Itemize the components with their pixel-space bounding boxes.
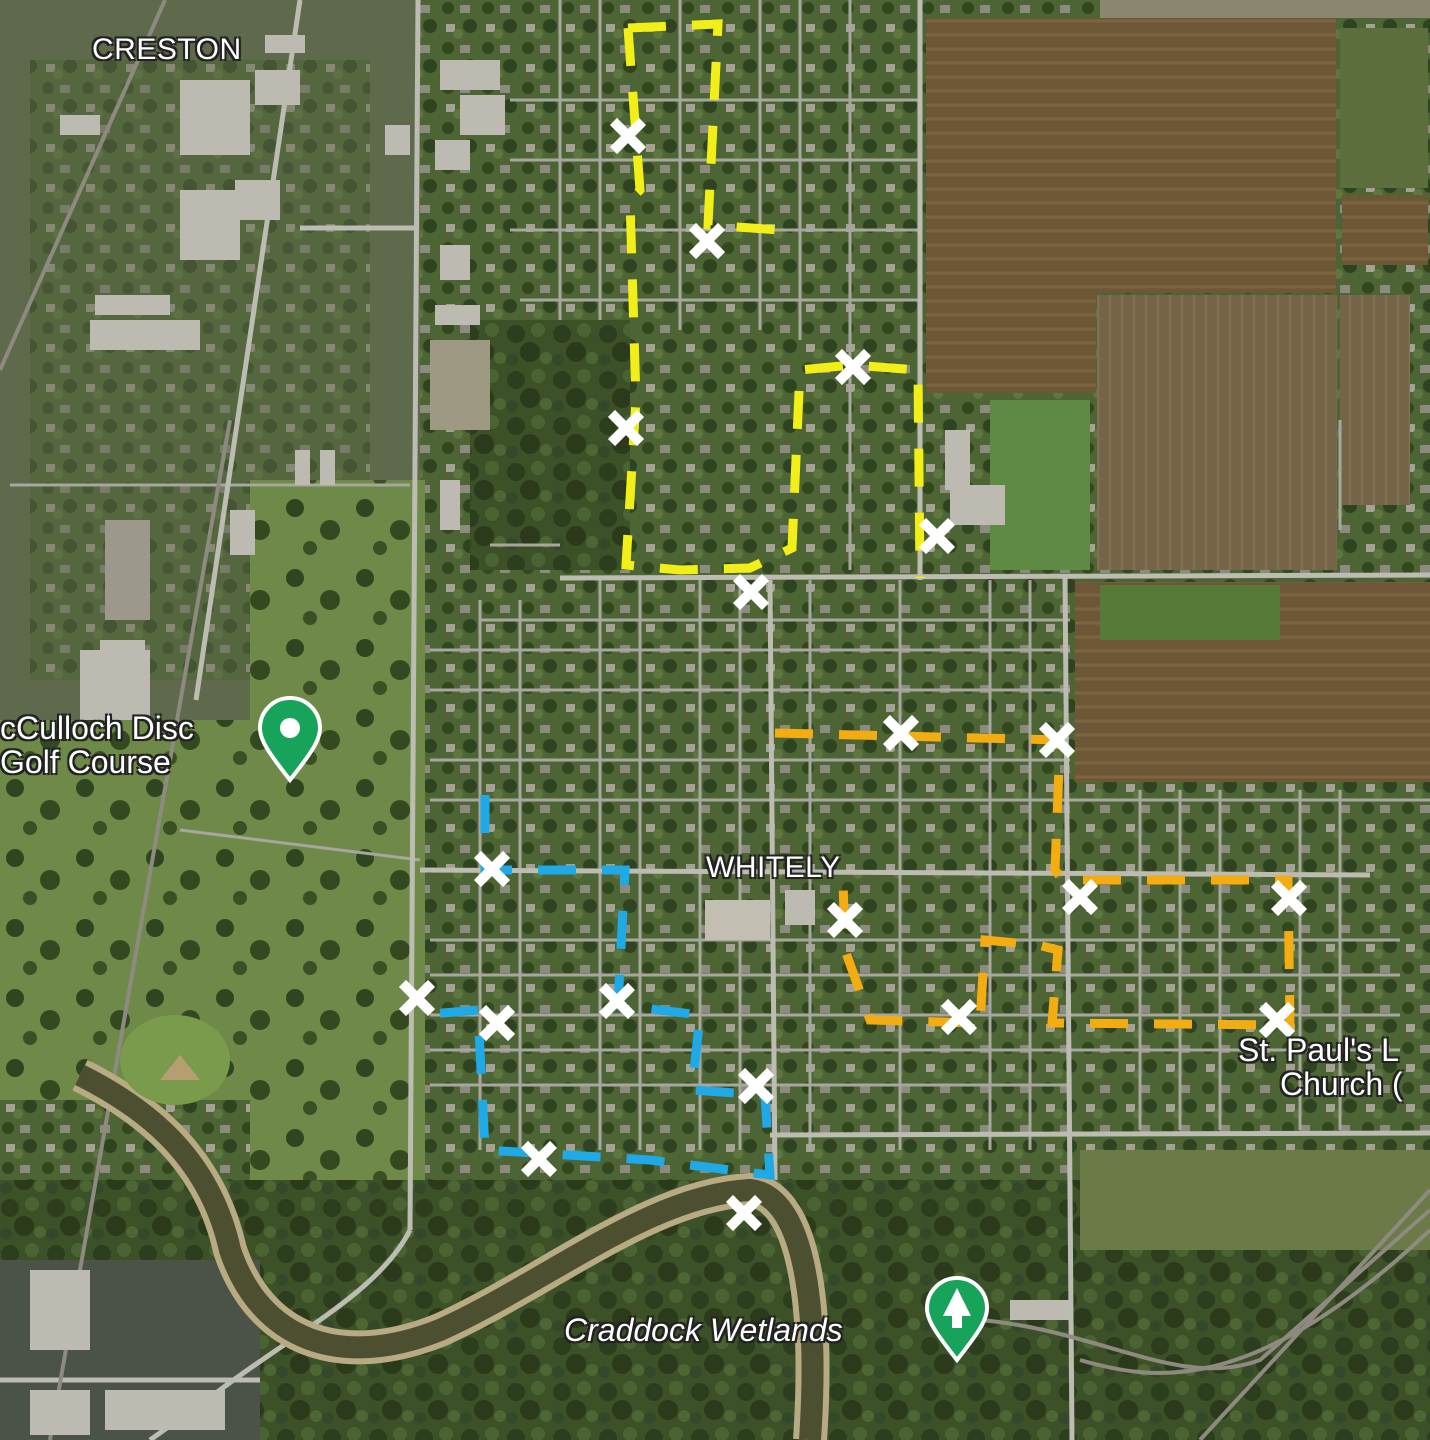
survey-boundaries [419,19,1295,1181]
cross-marker-icon[interactable] [834,348,872,386]
ball-field [120,1015,230,1105]
cross-marker-icon[interactable] [1258,1001,1296,1039]
town-label-whitely: WHITELY [706,851,841,884]
river [75,1065,824,1440]
cross-marker-icon[interactable] [918,517,956,555]
yellow-boundary [627,19,781,235]
street-grid [10,0,1430,1150]
poi-label-wetlands[interactable]: Craddock Wetlands [564,1312,843,1348]
poi-label-line: cCulloch Disc [0,710,194,746]
buildings [30,35,1070,1435]
cross-marker-icon[interactable] [1038,721,1076,759]
cross-marker-icon[interactable] [737,1067,775,1105]
town-label-creston: CRESTON [92,33,242,66]
poi-label-line: St. Paul's L [1238,1032,1399,1068]
poi-label-church[interactable]: St. Paul's L Church ( [1238,1032,1430,1102]
cross-marker-icon[interactable] [607,409,645,447]
markers-layer [398,117,1308,1232]
cross-marker-icon[interactable] [882,714,920,752]
poi-label-disc-golf[interactable]: cCulloch Disc Golf Course [0,710,194,780]
farm-field [926,18,1336,293]
cross-marker-icon[interactable] [1270,879,1308,917]
cross-marker-icon[interactable] [520,1140,558,1178]
cross-marker-icon[interactable] [826,901,864,939]
cross-marker-icon[interactable] [398,979,436,1017]
poi-label-line: Church ( [1280,1065,1403,1102]
disc-golf-pin [257,696,323,784]
poi-label-line: Golf Course [0,743,171,780]
cross-marker-icon[interactable] [940,998,978,1036]
cross-marker-icon[interactable] [688,222,726,260]
wetlands-pin [924,1276,990,1364]
disc-golf-park [250,480,425,1200]
orange-boundary [774,728,1295,1030]
woodland [470,320,630,570]
cross-marker-icon[interactable] [732,573,770,611]
cross-marker-icon[interactable] [609,117,647,155]
cross-marker-icon[interactable] [725,1194,763,1232]
cross-marker-icon[interactable] [473,850,511,888]
cross-marker-icon[interactable] [478,1004,516,1042]
cross-marker-icon[interactable] [598,982,636,1020]
blue-boundary [419,795,775,1181]
cross-marker-icon[interactable] [1061,878,1099,916]
